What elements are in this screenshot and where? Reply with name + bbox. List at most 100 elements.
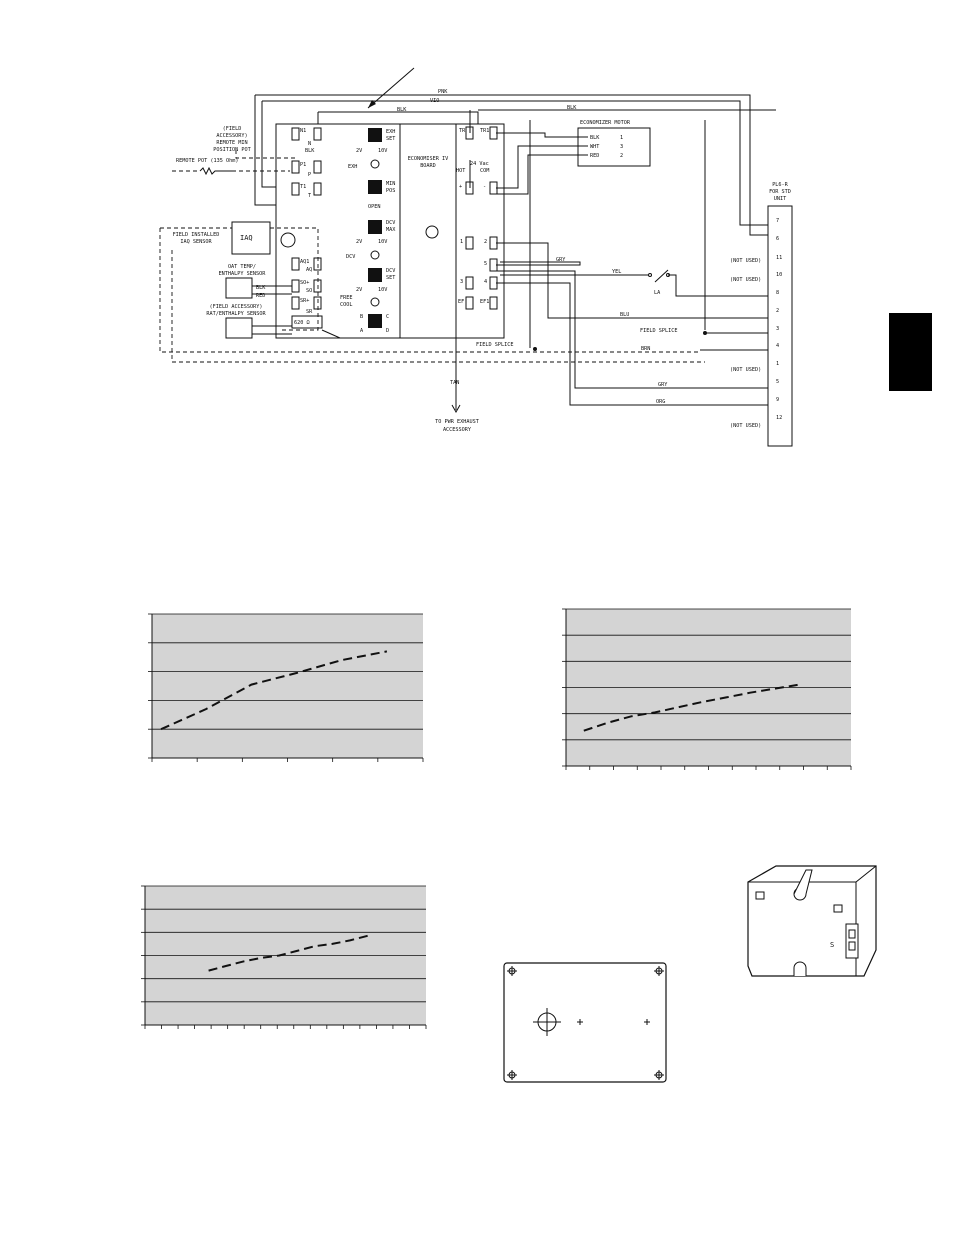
remote-pot-1: (FIELD: [223, 126, 242, 132]
exh-set-1: EXH: [386, 129, 395, 135]
dcv-set-1: DCV: [386, 268, 395, 274]
iaq-label: IAQ: [240, 234, 253, 242]
dcv-set-2: SET: [386, 275, 395, 281]
right-terminal-block: TR TR1 24 Vac HOT COM + - 1 2 5 3 4 EF E…: [456, 126, 498, 310]
motor-label: ECONOMIZER MOTOR: [580, 120, 631, 126]
plug-pin-2: 2: [776, 308, 779, 314]
v2-b: 2V: [356, 239, 362, 245]
motor-wire-wht: WHT: [590, 144, 599, 150]
pwr-exhaust-2: ACCESSORY: [443, 427, 472, 433]
min-pos-2: POS: [386, 188, 395, 194]
plug-pin-6: 6: [776, 236, 779, 242]
v10-a: 10V: [378, 148, 387, 154]
chart-3: [141, 885, 427, 1029]
plug-pin-5: 5: [776, 379, 779, 385]
terminal-plus: +: [459, 184, 462, 190]
wire-gry-mid: GRY: [556, 257, 566, 263]
pot-column: EXH SET 2V 10V EXH MIN POS OPEN DCV MAX …: [340, 128, 396, 334]
terminal-com: COM: [480, 168, 489, 174]
v10-b: 10V: [378, 239, 387, 245]
left-terminal-block: N1 N P1 P T1 T AQ1 AQ SO+ SO SR+ SR 620 …: [291, 127, 323, 329]
terminal-so: SO: [306, 288, 312, 294]
oat-blk: BLK: [256, 285, 266, 291]
plug-label-3: UNIT: [774, 196, 787, 202]
v10-c: 10V: [378, 287, 387, 293]
mounting-plate-drawing: [503, 962, 667, 1083]
chart-2: [562, 608, 852, 770]
section-tab: [889, 313, 932, 391]
not-used-1: (NOT USED): [730, 367, 761, 373]
remote-pot-4: POSITION POT: [213, 147, 250, 153]
free-cool-2: COOL: [340, 302, 353, 308]
v2-a: 2V: [356, 148, 362, 154]
wire-blk-top: BLK: [397, 107, 407, 113]
oat-1: OAT TEMP/: [228, 264, 256, 270]
terminal-n1: N1: [300, 128, 306, 134]
wire-org: ORG: [656, 399, 665, 405]
iaq-sensor-2: IAQ SENSOR: [180, 239, 212, 245]
terminal-aq: AQ: [306, 267, 312, 273]
wire-vio: VIO: [430, 98, 439, 104]
wire-brn: BRN: [641, 346, 650, 352]
plug-pin-9: 9: [776, 397, 779, 403]
iaq-sensor-1: FIELD INSTALLED: [173, 232, 220, 238]
pwr-exhaust-1: TO PWR EXHAUST: [435, 419, 479, 425]
v2-c: 2V: [356, 287, 362, 293]
terminal-620-ohm: 620 Ω: [294, 320, 310, 326]
wiring-diagram: ECONOMISER IV BOARD N1 N P1 P T1 T AQ1 A…: [159, 67, 793, 447]
terminal-1: 1: [460, 239, 463, 245]
field-splice-mid: FIELD SPLICE: [476, 342, 513, 348]
wire-blk-right: BLK: [567, 105, 577, 111]
plot-area: [152, 614, 423, 758]
terminal-sr-plus: SR+: [300, 298, 309, 304]
terminal-4: 4: [484, 279, 487, 285]
oat-red: RED: [256, 293, 265, 299]
wire-pnk: PNK: [438, 89, 448, 95]
terminal-p: P: [308, 172, 311, 178]
remote-pot-3: REMOTE MIN: [216, 140, 247, 146]
terminal-5: 5: [484, 261, 487, 267]
field-splice-right: FIELD SPLICE: [640, 328, 677, 334]
la-label: LA: [654, 290, 661, 296]
oat-2: ENTHALPY SENSOR: [219, 271, 267, 277]
terminal-tr1: TR1: [480, 128, 489, 134]
series-line: [583, 683, 798, 732]
plug-pin-11: 11: [776, 255, 782, 261]
dcv-label: DCV: [346, 254, 355, 260]
motor-pin-2: 2: [620, 153, 623, 159]
dcv-max-2: MAX: [386, 227, 396, 233]
terminal-sr: SR: [306, 309, 313, 315]
terminal-ef1: EF1: [480, 299, 489, 305]
remote-pot-ohm: REMOTE POT (135 Ohm): [176, 158, 238, 164]
pot-b: B: [360, 314, 363, 320]
wire-blk-left: BLK: [305, 148, 315, 154]
terminal-ef: EF: [458, 299, 464, 305]
board-label-2: BOARD: [420, 163, 436, 169]
terminal-2: 2: [484, 239, 487, 245]
plug-pin-10: 10: [776, 272, 782, 278]
terminal-n: N: [308, 141, 311, 147]
motor-wire-blk: BLK: [590, 135, 600, 141]
sensor-housing-drawing: S: [747, 865, 877, 977]
terminal-aq1: AQ1: [300, 259, 309, 265]
plug-pin-8: 8: [776, 290, 779, 296]
plug-label-2: FOR STD: [769, 189, 791, 195]
terminal-so-plus: SO+: [300, 280, 309, 286]
exh-label: EXH: [348, 164, 357, 170]
plug-pin-1: 1: [776, 361, 779, 367]
pot-c: C: [386, 314, 389, 320]
economizer-motor: [577, 127, 651, 167]
terminal-tr: TR: [459, 128, 466, 134]
terminal-3: 3: [460, 279, 463, 285]
remote-pot-2: ACCESSORY): [216, 133, 247, 139]
chart-1: [148, 613, 424, 762]
plug-pins: 7 6 11 10 8 2 3 4 1 5 9 12: [776, 218, 782, 421]
plug-pin-7: 7: [776, 218, 779, 224]
terminal-24vac: 24 Vac: [470, 161, 489, 167]
plug-pin-4: 4: [776, 343, 779, 349]
iaq-sensor-box: [231, 221, 271, 255]
rat-2: RAT/ENTHALPY SENSOR: [206, 311, 266, 317]
not-used-12: (NOT USED): [730, 423, 761, 429]
terminal-minus: -: [483, 184, 486, 190]
